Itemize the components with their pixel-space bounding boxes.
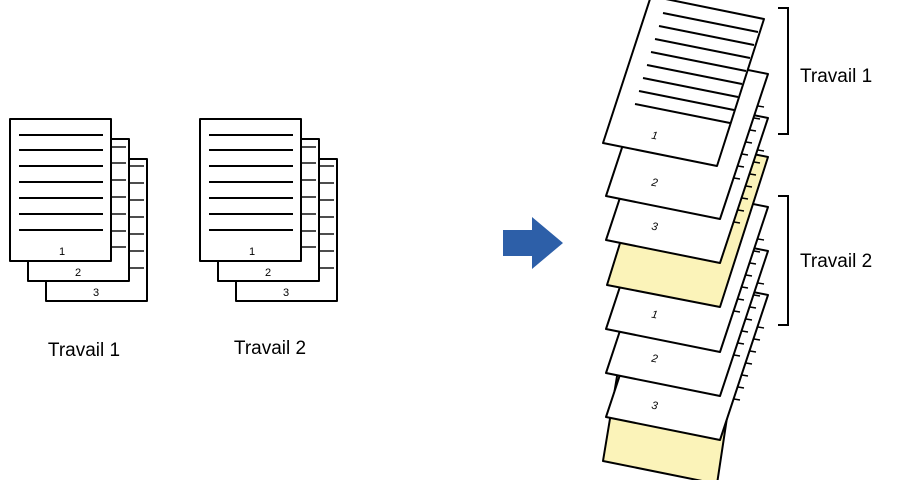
job2-bracket-label: Travail 2 (800, 251, 872, 272)
output-job1-page-1-number: 1 (650, 130, 658, 143)
job2-edge-stubs (301, 146, 334, 269)
job2-page-3-number: 3 (283, 287, 289, 299)
job1-caption: Travail 1 (48, 340, 120, 361)
output-job2-page-1-number: 1 (650, 309, 658, 322)
job2-page-2-number: 2 (265, 267, 271, 279)
job1-page-1: 1 (9, 118, 112, 262)
job1-bracket (778, 7, 789, 135)
job2-caption: Travail 2 (234, 338, 306, 359)
output-stack: 3 2 1 (602, 0, 769, 480)
job2-page-1-number: 1 (249, 246, 255, 258)
output-job2-page-2-number: 2 (649, 352, 658, 365)
output-job1-page-2-number: 2 (649, 176, 658, 189)
job2-stack: 3 2 (199, 118, 338, 302)
job2-page-1: 1 (199, 118, 302, 262)
job1-edge-stubs (111, 146, 144, 269)
output-job1-page-1: 1 (602, 0, 765, 167)
job1-page-3-number: 3 (93, 287, 99, 299)
job1-page-1-number: 1 (59, 246, 65, 258)
output-job1-page-3-number: 3 (650, 221, 659, 234)
job1-bracket-label: Travail 1 (800, 66, 872, 87)
job1-stack: 3 2 (9, 118, 148, 302)
output-job2-page-3-number: 3 (650, 400, 659, 413)
job2-bracket (778, 195, 789, 326)
job1-page-2-number: 2 (75, 267, 81, 279)
arrow-right-icon (503, 217, 563, 269)
